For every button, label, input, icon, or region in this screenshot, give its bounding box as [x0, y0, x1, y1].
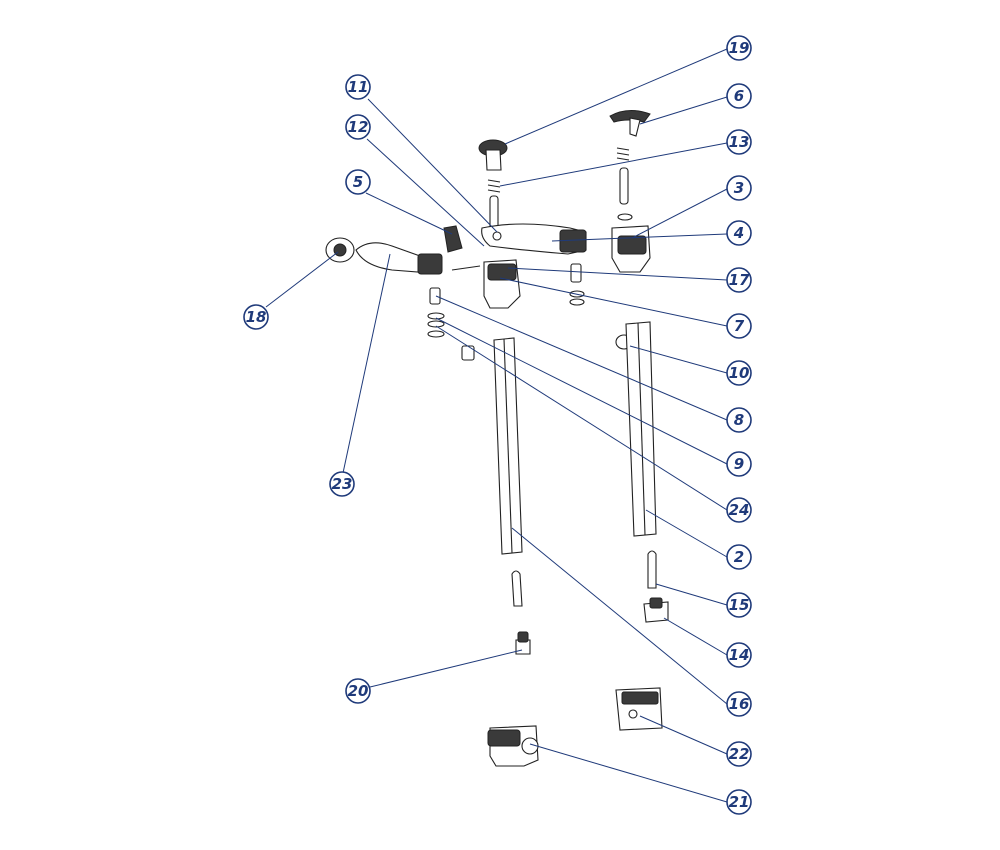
- part-pins: [489, 167, 633, 231]
- svg-text:21: 21: [729, 793, 750, 811]
- part-socket-17: [483, 259, 521, 309]
- callout-3: 3: [726, 175, 752, 201]
- svg-text:5: 5: [353, 173, 363, 191]
- callout-19: 19: [726, 35, 752, 61]
- part-knob-19: [478, 139, 508, 171]
- callout-15: 15: [726, 592, 752, 618]
- callout-22: 22: [726, 741, 752, 767]
- callout-12: 12: [345, 114, 371, 140]
- callout-5: 5: [345, 169, 371, 195]
- callout-21: 21: [726, 789, 752, 815]
- svg-text:24: 24: [729, 501, 750, 519]
- callout-6: 6: [726, 83, 752, 109]
- callout-4: 4: [726, 220, 752, 246]
- callout-14: 14: [726, 642, 752, 668]
- part-lever-6: [609, 110, 651, 137]
- callout-24: 24: [726, 497, 752, 523]
- part-bushing-8: [429, 287, 441, 305]
- callout-2: 2: [726, 544, 752, 570]
- svg-text:9: 9: [734, 455, 744, 473]
- callout-7: 7: [726, 313, 752, 339]
- svg-text:8: 8: [734, 411, 744, 429]
- svg-text:13: 13: [729, 133, 750, 151]
- svg-text:18: 18: [246, 308, 267, 326]
- part-arm-body-11: [481, 223, 587, 255]
- parts-group: [325, 110, 669, 767]
- part-spacer: [461, 345, 475, 361]
- part-clip-15: [647, 550, 657, 589]
- callout-17: 17: [726, 267, 752, 293]
- part-leg-16: [493, 337, 523, 555]
- svg-text:11: 11: [348, 78, 369, 96]
- callout-23: 23: [329, 471, 355, 497]
- callout-9: 9: [726, 451, 752, 477]
- svg-text:10: 10: [729, 364, 750, 382]
- svg-text:14: 14: [729, 646, 750, 664]
- svg-text:23: 23: [332, 475, 353, 493]
- svg-text:19: 19: [729, 39, 750, 57]
- part-clamp-21: [487, 725, 539, 767]
- callout-10: 10: [726, 360, 752, 386]
- callouts: 19 6 13 3 4 17 7 10 8 9 24 2 15 14 16 22…: [243, 35, 752, 815]
- callout-18: 18: [243, 304, 269, 330]
- part-block-22: [615, 687, 663, 731]
- part-clamp-3: [611, 225, 651, 273]
- callout-11: 11: [345, 74, 371, 100]
- part-wire: [451, 265, 481, 271]
- svg-text:20: 20: [348, 682, 369, 700]
- svg-text:4: 4: [733, 224, 744, 242]
- callout-20: 20: [345, 678, 371, 704]
- part-grip-sleeve-23: [355, 242, 443, 275]
- part-leg-2: [625, 321, 657, 537]
- part-end-cap-5: [443, 225, 463, 253]
- part-clip-left: [511, 570, 523, 607]
- leader-lines: [265, 48, 728, 803]
- svg-text:22: 22: [729, 745, 750, 763]
- callout-8: 8: [726, 407, 752, 433]
- part-spring-13: [487, 147, 630, 193]
- svg-text:15: 15: [729, 596, 750, 614]
- svg-text:12: 12: [348, 118, 369, 136]
- svg-text:3: 3: [734, 179, 744, 197]
- callout-13: 13: [726, 129, 752, 155]
- callout-16: 16: [726, 691, 752, 717]
- part-washers-9-24: [427, 312, 445, 338]
- svg-text:6: 6: [734, 87, 744, 105]
- svg-text:7: 7: [734, 317, 745, 335]
- svg-text:17: 17: [729, 271, 750, 289]
- part-pin-7: [569, 263, 585, 306]
- svg-text:16: 16: [729, 695, 750, 713]
- svg-text:2: 2: [734, 548, 744, 566]
